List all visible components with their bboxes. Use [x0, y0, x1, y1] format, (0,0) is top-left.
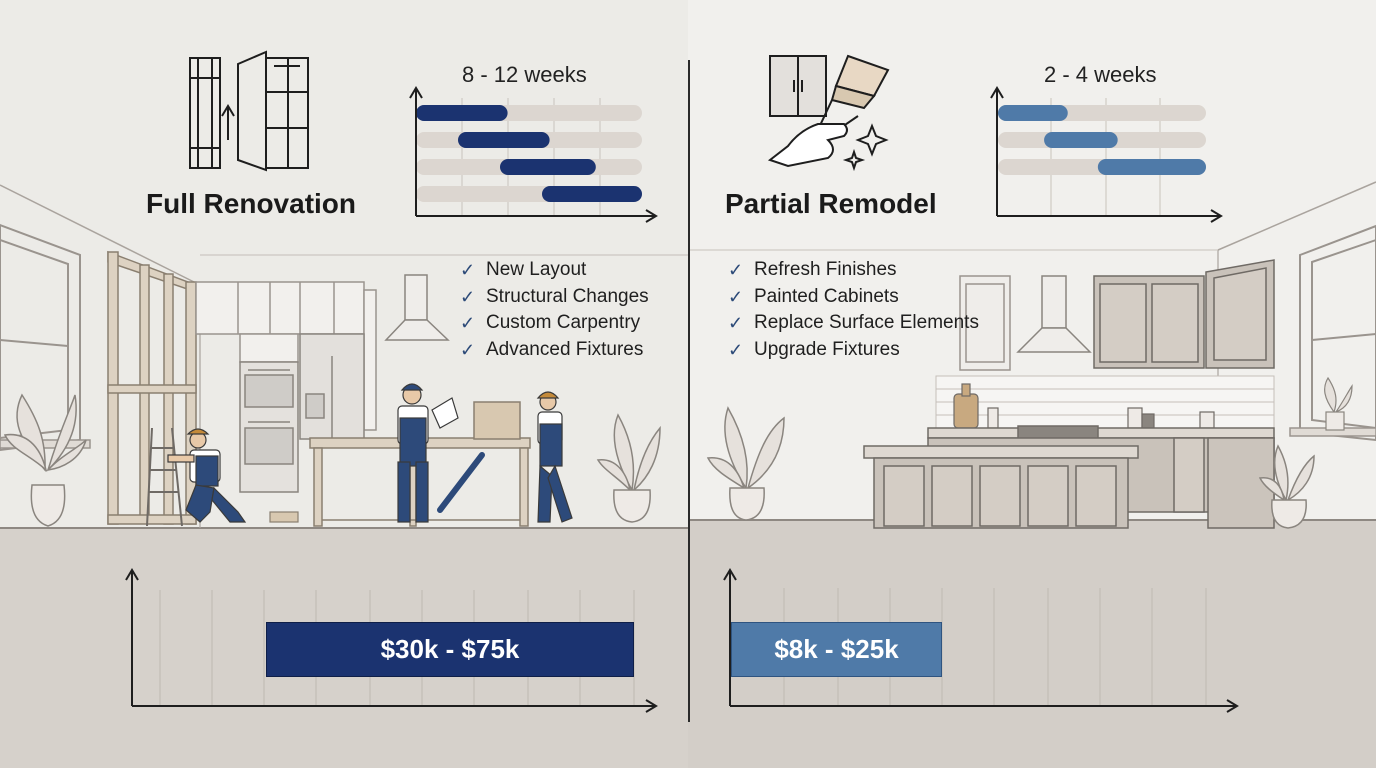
check-icon: ✓	[728, 286, 744, 307]
plant-left	[3, 393, 87, 527]
plant-right	[596, 413, 661, 523]
check-icon: ✓	[728, 260, 744, 280]
full-renovation-title: Full Renovation	[146, 188, 356, 219]
worker-carrying-box	[536, 391, 573, 523]
paintbrush-and-hand-icon	[767, 54, 890, 172]
partial-duration-label: 2 - 4 weeks	[1044, 62, 1157, 87]
partial-cost-bar: $8k - $25k	[731, 622, 942, 677]
check-icon: ✓	[460, 339, 476, 360]
plant-window	[1324, 376, 1353, 431]
cutting-board	[953, 383, 1215, 429]
partial-remodel-title: Partial Remodel	[725, 188, 937, 219]
feature-item: ✓Custom Carpentry	[460, 310, 649, 337]
range-hood	[384, 274, 450, 341]
feature-item: ✓Advanced Fixtures	[460, 337, 649, 364]
check-icon: ✓	[728, 313, 744, 333]
framing-and-cabinet-icon	[189, 50, 309, 172]
timeline-chart	[990, 86, 1223, 223]
worker-kneeling	[167, 428, 247, 523]
painted-upper-cabinets	[1093, 259, 1275, 369]
check-icon: ✓	[460, 260, 476, 280]
timeline-bars	[998, 105, 1206, 175]
wall-framing	[107, 250, 197, 525]
full-feature-list: ✓New Layout ✓Structural Changes ✓Custom …	[460, 257, 649, 363]
upper-cabinets	[195, 281, 377, 431]
full-cost-bar: $30k - $75k	[266, 622, 634, 677]
wall-ovens	[239, 361, 299, 493]
center-divider	[688, 60, 690, 722]
check-icon: ✓	[460, 313, 476, 333]
worker-standing-clipboard	[397, 383, 459, 523]
check-icon: ✓	[460, 286, 476, 307]
island-cabinet	[863, 445, 1139, 529]
feature-item: ✓Painted Cabinets	[728, 284, 979, 311]
full-renovation-panel: 8 - 12 weeks Full Renovation ✓New Layout…	[0, 50, 688, 768]
partial-remodel-scene	[688, 0, 1376, 768]
feature-item: ✓Structural Changes	[460, 284, 649, 311]
tall-cabinet	[959, 275, 1011, 371]
feature-item: ✓Refresh Finishes	[728, 257, 979, 284]
refrigerator	[299, 333, 365, 440]
full-duration-label: 8 - 12 weeks	[462, 62, 587, 87]
timeline-chart	[409, 86, 658, 223]
plant-left	[706, 406, 785, 521]
check-icon: ✓	[728, 339, 744, 360]
power-tool	[437, 452, 485, 513]
feature-item: ✓Replace Surface Elements	[728, 310, 979, 337]
range-hood	[1016, 275, 1092, 353]
window	[1299, 224, 1376, 442]
plant-right	[1258, 444, 1315, 529]
partial-remodel-panel: 2 - 4 weeks Partial Remodel ✓Refresh Fin…	[688, 0, 1376, 768]
cost-chart	[125, 568, 658, 713]
partial-feature-list: ✓Refresh Finishes ✓Painted Cabinets ✓Rep…	[728, 257, 979, 363]
feature-item: ✓Upgrade Fixtures	[728, 337, 979, 364]
ladder	[146, 427, 183, 527]
timeline-bars	[416, 105, 642, 202]
feature-item: ✓New Layout	[460, 257, 649, 284]
backsplash-tiles	[935, 375, 1275, 429]
cardboard-box	[473, 401, 521, 440]
